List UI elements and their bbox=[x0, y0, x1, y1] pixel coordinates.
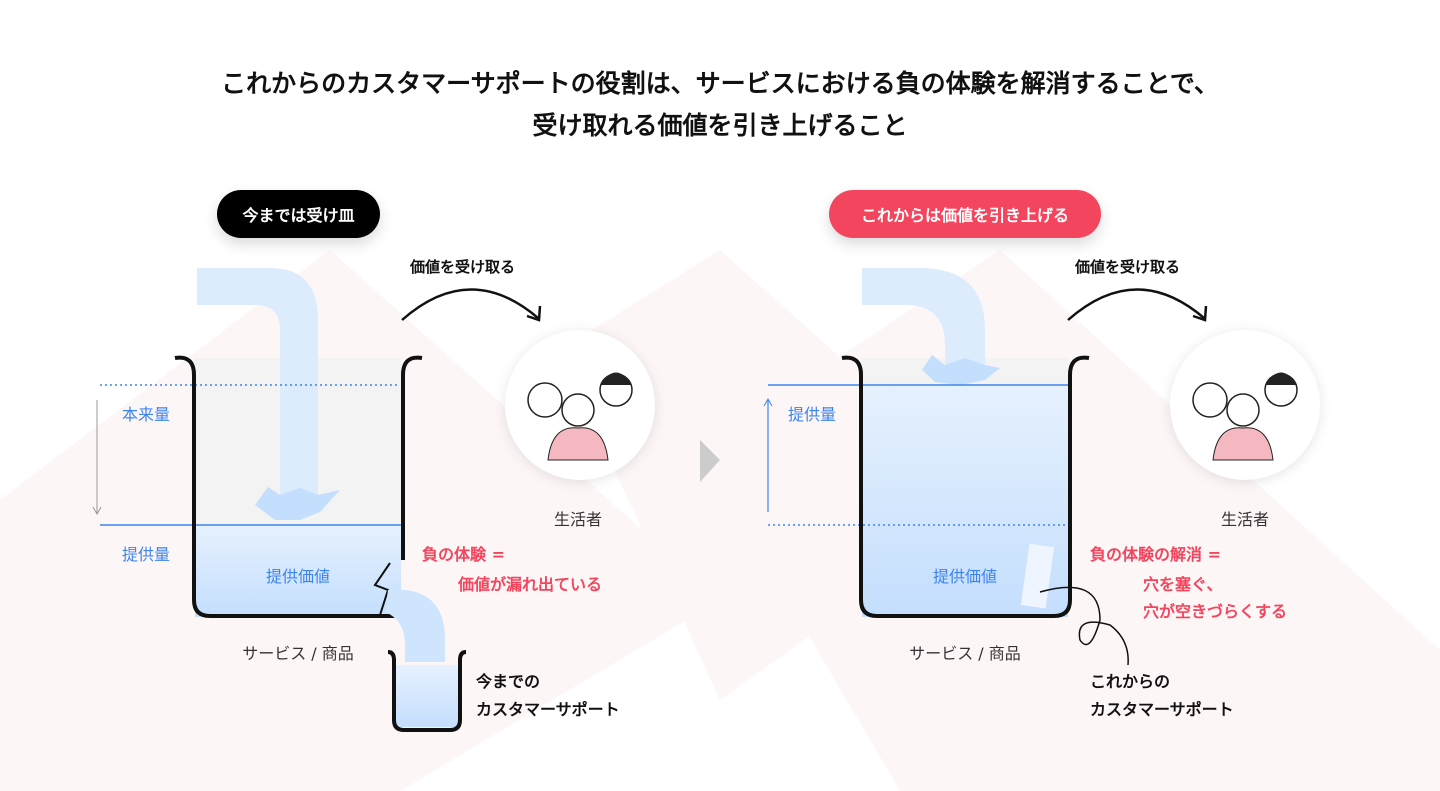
provided-amount-label: 提供量 bbox=[122, 545, 171, 564]
provided-amount-label-right: 提供量 bbox=[788, 405, 837, 424]
resolution-label: 負の体験の解消 = bbox=[1090, 545, 1221, 564]
thread-line bbox=[1039, 586, 1129, 666]
original-amount-label: 本来量 bbox=[122, 405, 171, 424]
next-arrow-icon bbox=[700, 440, 720, 482]
service-label-right: サービス / 商品 bbox=[909, 644, 1021, 663]
patch bbox=[1020, 543, 1055, 609]
provided-value-label: 提供価値 bbox=[265, 567, 331, 586]
splash-icon bbox=[255, 487, 340, 520]
provided-value-label-right: 提供価値 bbox=[932, 567, 998, 586]
consumers-illustration-left bbox=[505, 330, 655, 480]
resolution-desc-1: 穴を塞ぐ、 bbox=[1143, 575, 1223, 594]
resolution-desc-2: 穴が空きづらくする bbox=[1143, 602, 1288, 621]
inflow-pipe-right bbox=[862, 268, 985, 370]
cup-left-outline bbox=[174, 355, 395, 618]
consumers-illustration-right bbox=[1170, 330, 1320, 480]
leak-pipe bbox=[385, 589, 445, 662]
crack-icon bbox=[373, 562, 391, 616]
badge-after: これからは価値を引き上げる bbox=[829, 190, 1101, 238]
negative-label: 負の体験 = bbox=[422, 545, 505, 564]
support-label-2: カスタマーサポート bbox=[476, 700, 620, 719]
title-line1: これからのカスタマーサポートの役割は、サービスにおける負の体験を解消することで、 bbox=[221, 69, 1219, 98]
consumer-label: 生活者 bbox=[553, 510, 603, 529]
inflow-pipe-left bbox=[197, 268, 318, 500]
negative-desc: 価値が漏れ出ている bbox=[458, 575, 603, 594]
badge-before: 今までは受け皿 bbox=[217, 190, 380, 238]
cup-right-outline bbox=[841, 355, 1090, 618]
support-label-1: 今までの bbox=[476, 672, 541, 691]
support-label-right-2: カスタマーサポート bbox=[1090, 700, 1234, 719]
water-left bbox=[195, 525, 401, 617]
small-cup-outline bbox=[387, 650, 467, 732]
receive-label-left: 価値を受け取る bbox=[410, 258, 516, 276]
consumer-label-right: 生活者 bbox=[1220, 510, 1270, 529]
receive-arrow-right bbox=[1067, 288, 1205, 321]
service-label: サービス / 商品 bbox=[242, 644, 354, 663]
title-line2: 受け取れる価値を引き上げること bbox=[532, 111, 908, 140]
support-label-right-1: これからの bbox=[1090, 672, 1171, 691]
receive-label-right: 価値を受け取る bbox=[1075, 258, 1181, 276]
receive-arrow-left bbox=[401, 288, 539, 321]
